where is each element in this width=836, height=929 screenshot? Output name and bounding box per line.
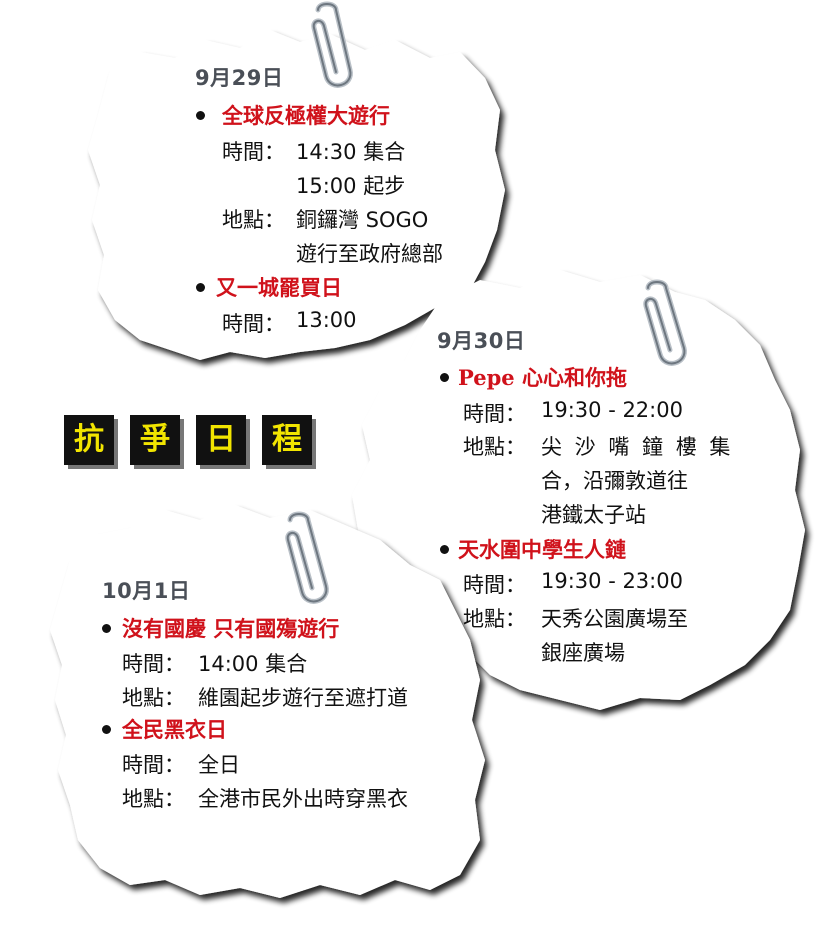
bullet-dot	[196, 111, 205, 120]
place-value: 全港市民外出時穿黑衣	[198, 787, 408, 811]
note-date: 9月30日	[437, 329, 526, 353]
event-title: 又一城罷買日	[216, 275, 342, 300]
paperclip-icon	[285, 511, 329, 604]
event-title: Pepe 心心和你拖	[458, 365, 627, 390]
bullet-dot	[102, 624, 111, 633]
place-label: 地點：	[463, 607, 526, 631]
time-value: 全日	[198, 753, 240, 777]
place-value: 遊行至政府總部	[296, 242, 443, 266]
note-paper-3	[50, 505, 485, 898]
time-label: 時間：	[122, 753, 185, 777]
bullet-dot	[196, 283, 205, 292]
time-label: 時間：	[122, 652, 185, 676]
place-value: 銅鑼灣 SOGO	[296, 208, 429, 232]
bullet-dot	[440, 545, 449, 554]
bullet-dot	[102, 725, 111, 734]
time-value: 14:00 集合	[198, 652, 308, 676]
place-label: 地點：	[222, 208, 285, 232]
time-value: 14:30 集合	[296, 140, 406, 164]
time-value: 15:00 起步	[296, 174, 406, 198]
time-label: 時間：	[463, 402, 526, 426]
heading-badge: 程	[262, 415, 312, 465]
place-value: 尖 沙 嘴 鐘 樓 集	[541, 435, 734, 459]
time-value: 13:00	[296, 308, 357, 332]
time-label: 時間：	[222, 140, 285, 164]
event-title: 天水圍中學生人鏈	[458, 537, 626, 562]
paperclip-icon	[311, 1, 353, 88]
place-value: 天秀公園廣場至	[541, 607, 688, 631]
paperclip-icon	[643, 279, 687, 366]
place-value: 維園起步遊行至遮打道	[198, 686, 408, 710]
place-value: 港鐵太子站	[541, 503, 646, 527]
event-title: 全民黑衣日	[122, 717, 227, 742]
note-paper-1	[88, 30, 505, 360]
event-title: 全球反極權大遊行	[222, 103, 390, 128]
heading-badges: 抗 爭 日 程	[64, 415, 324, 470]
time-label: 時間：	[222, 312, 285, 336]
place-label: 地點：	[463, 435, 526, 459]
time-label: 時間：	[463, 573, 526, 597]
note-paper-2	[352, 270, 805, 710]
heading-badge: 日	[196, 415, 246, 465]
place-label: 地點：	[122, 686, 185, 710]
note-date: 9月29日	[195, 66, 284, 90]
time-value: 19:30 - 23:00	[541, 569, 683, 593]
bullet-dot	[440, 373, 449, 382]
time-value: 19:30 - 22:00	[541, 398, 683, 422]
place-label: 地點：	[122, 787, 185, 811]
heading-badge: 抗	[64, 415, 114, 465]
event-title: 沒有國慶 只有國殤遊行	[122, 616, 340, 641]
heading-badge: 爭	[130, 415, 180, 465]
place-value: 合，沿彌敦道往	[541, 469, 688, 493]
note-date: 10月1日	[102, 579, 191, 603]
place-value: 銀座廣場	[541, 641, 625, 665]
